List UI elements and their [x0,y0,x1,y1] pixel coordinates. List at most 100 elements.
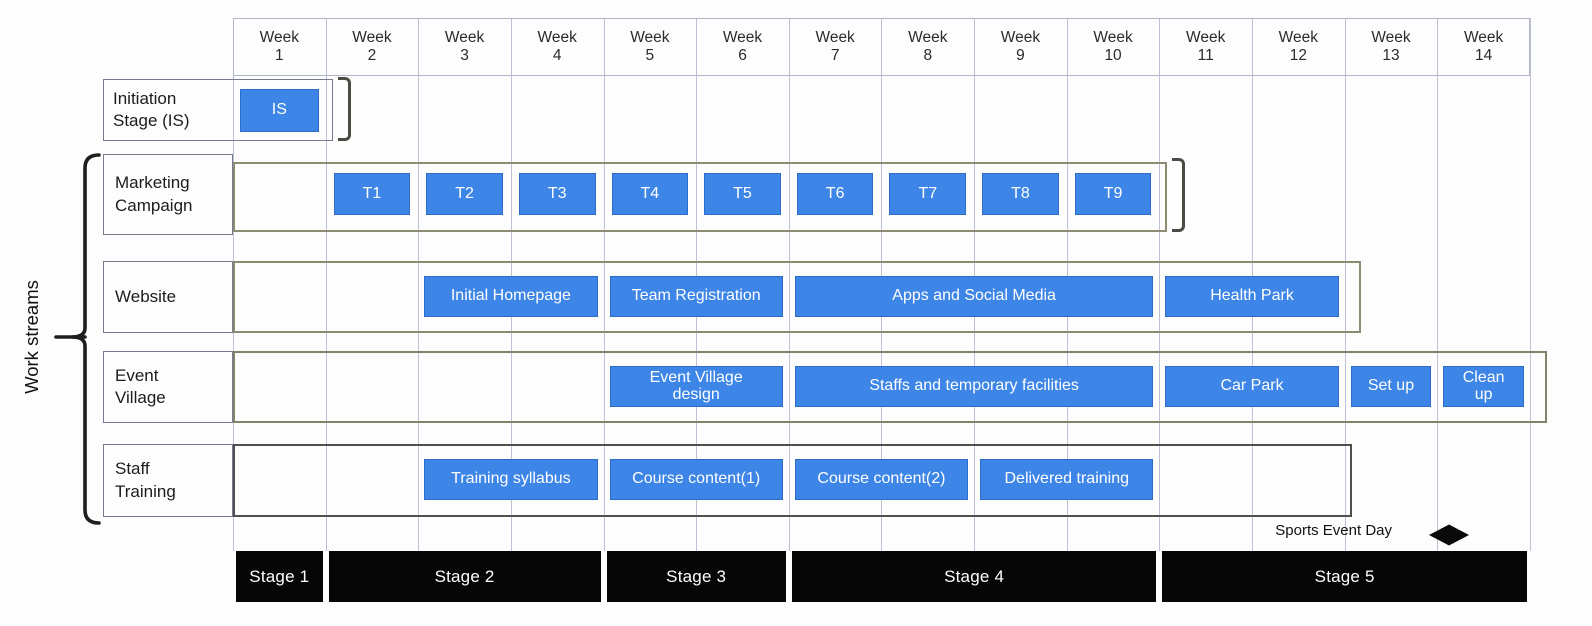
task-bar: Health Park [1165,276,1339,317]
week-header-text: 1 [275,47,284,64]
week-header-text: Week [1093,28,1133,46]
row-label-text: Event [115,365,159,385]
task-bar-text: Delivered training [1004,470,1129,488]
row-band-initiation-stage [103,79,333,141]
week-header-text: 6 [738,47,747,64]
task-bar: T1 [333,173,411,215]
week-header-text: Week [1371,28,1411,46]
row-label-text: Campaign [115,195,193,215]
task-bar: T9 [1074,173,1152,215]
sports-event-day-label: Sports Event Day [1275,522,1392,539]
task-bar: T6 [796,173,874,215]
week-header-text: 7 [830,47,840,64]
week-header-text: Week [1278,28,1319,46]
task-bar-text: T4 [640,184,660,202]
task-bar: Course content(2) [794,459,969,500]
stage-bar: Stage 3 [606,551,786,602]
task-bar: Team Registration [609,276,783,317]
row-label-text: Staff [115,459,150,479]
task-bar-text: up [1474,385,1493,403]
task-bar-text: Health Park [1210,287,1294,305]
week-header-text: Week [630,28,670,46]
task-bar: Delivered training [980,459,1154,500]
row-label-text: Village [115,388,166,407]
week-header-text: 14 [1475,47,1493,64]
grid-line [1159,18,1161,551]
task-bar-text: T8 [1011,184,1030,202]
row-label-website: Website [103,261,233,333]
row-band-website [233,261,1361,333]
stage-bar: Stage 4 [791,551,1157,602]
task-bar-text: Initial Homepage [450,287,571,305]
task-bar: T3 [518,173,596,215]
grid-line [418,18,420,551]
task-bar-text: T2 [455,184,474,202]
grid-line [325,18,327,551]
week-header-text: 3 [460,47,469,64]
task-bar: Training syllabus [424,459,598,500]
task-bar-text: T9 [1103,184,1123,202]
task-bar: IS [240,89,319,132]
task-bar: T7 [889,173,967,215]
task-bar: T2 [426,173,503,215]
grid-line [1437,18,1439,551]
task-bar: Initial Homepage [424,276,598,317]
week-header-text: Week [722,28,763,46]
grid-line [1529,18,1531,551]
row-label-text: Website [115,286,177,306]
week-header-text: 11 [1197,47,1214,64]
task-bar-text: T6 [825,184,845,202]
week-header-text: Week [352,28,392,46]
row-end-bracket [1172,158,1186,232]
task-bar: Apps and Social Media [794,276,1154,317]
week-header-text: Week [1463,28,1504,46]
task-bar-text: IS [271,101,287,119]
grid-line [603,18,605,551]
week-header-text: 5 [645,47,655,64]
task-bar-text: T5 [733,184,752,202]
task-bar-text: T7 [918,184,938,202]
week-header-text: 4 [552,47,562,64]
row-band-event-village [233,351,1547,423]
week-header-text: Week [259,28,299,46]
grid-line [1344,18,1346,551]
week-header-text: 2 [367,47,377,64]
week-header-text: Week [908,28,948,46]
work-streams-axis-label: Work streams [21,280,42,394]
row-end-bracket [337,77,351,141]
task-bar: T4 [611,173,689,215]
week-header-text: 9 [1016,47,1025,64]
task-bar-text: design [672,385,720,403]
task-bar-text: Car Park [1220,377,1284,395]
task-bar-text: Clean [1462,368,1505,386]
task-bar-text: Set up [1367,377,1415,395]
row-label-text: Initiation [113,88,177,108]
task-bar-text: T1 [362,184,382,202]
task-bar-text: Event Village [649,368,743,386]
row-label-text: Marketing [115,173,190,193]
week-header-text: Week [815,28,855,46]
task-bar: Car Park [1165,366,1339,407]
week-header-text: Week [444,28,485,46]
week-header-text: 12 [1289,47,1307,64]
task-bar: Course content(1) [609,459,783,500]
